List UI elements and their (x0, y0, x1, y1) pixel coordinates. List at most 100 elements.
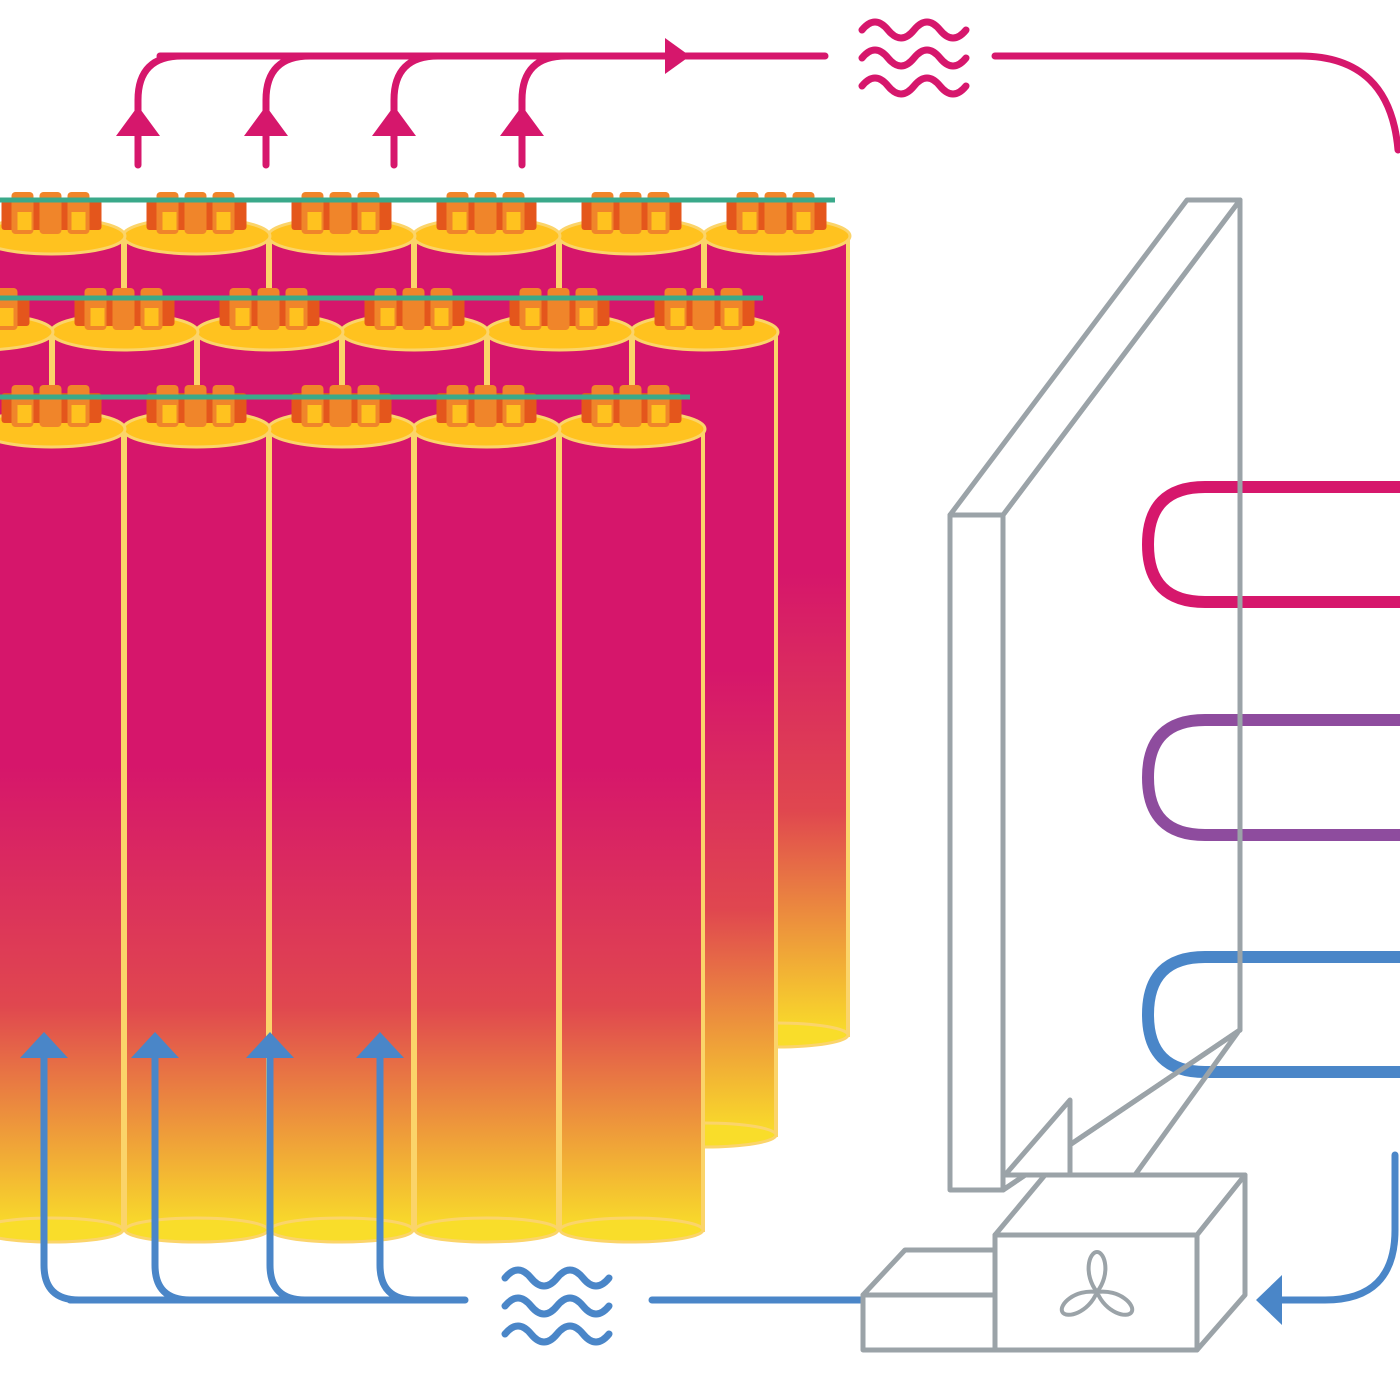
flow-arrow (1256, 1275, 1282, 1325)
terminal-post (506, 405, 521, 423)
hot-outlet-manifold (116, 38, 1400, 169)
terminal-post (742, 212, 757, 230)
cell-terminals (219, 288, 320, 330)
cell-base (268, 1216, 415, 1244)
flow-arrow (356, 1032, 404, 1058)
terminal-post (307, 212, 322, 230)
terminal-post (651, 212, 666, 230)
cell-terminals (436, 385, 537, 427)
cell-terminals (146, 385, 247, 427)
cell-terminals (581, 385, 682, 427)
cool-riser-2 (151, 1046, 194, 1304)
terminal-post (0, 308, 14, 326)
terminal-post (796, 212, 811, 230)
terminal-post (90, 308, 105, 326)
terminal-post (434, 308, 449, 326)
terminal-post (380, 308, 395, 326)
battery-pack (0, 192, 852, 1244)
terminal-post (17, 405, 32, 423)
terminal-post (257, 288, 280, 330)
terminal-post (579, 308, 594, 326)
terminal-post (162, 405, 177, 423)
terminal-post (39, 385, 62, 427)
cell-terminals (1, 385, 102, 427)
fan-blade (1086, 1250, 1108, 1294)
hot-riser-1 (134, 52, 186, 169)
flow-arrow (246, 1032, 294, 1058)
fan-blade (1095, 1289, 1135, 1317)
coil-hot (1141, 481, 1400, 608)
flow-arrow (131, 1032, 179, 1058)
cell-terminals (581, 192, 682, 234)
heat-exchanger-plate (947, 197, 1243, 1193)
cool-inlet-manifold (20, 1032, 1399, 1325)
terminal-post (402, 288, 425, 330)
battery-cell (556, 385, 707, 1244)
cell-terminals (509, 288, 610, 330)
terminal-post (162, 212, 177, 230)
terminal-post (361, 212, 376, 230)
flow-arrow (244, 106, 288, 136)
fan-unit (860, 1030, 1248, 1353)
battery-cell (266, 385, 417, 1244)
terminal-post (235, 308, 250, 326)
cell-base (413, 1216, 560, 1244)
hot-riser-4 (518, 52, 570, 169)
terminal-post (361, 405, 376, 423)
terminal-post (17, 212, 32, 230)
fan-blade (1059, 1289, 1099, 1317)
wave-line (501, 1294, 613, 1318)
terminal-post (216, 405, 231, 423)
cell-terminals (74, 288, 175, 330)
fan-icon (1059, 1250, 1135, 1317)
terminal-post (216, 212, 231, 230)
terminal-post (474, 385, 497, 427)
terminal-post (452, 212, 467, 230)
wave-line (501, 1322, 613, 1346)
terminal-post (619, 385, 642, 427)
terminal-post (525, 308, 540, 326)
cell-base (0, 1216, 125, 1244)
cell-body (268, 427, 415, 1232)
cool-riser-4 (376, 1046, 419, 1304)
wave-line (858, 18, 970, 42)
cell-terminals (291, 385, 392, 427)
terminal-post (547, 288, 570, 330)
terminal-post (112, 288, 135, 330)
terminal-post (184, 385, 207, 427)
battery-cell (121, 385, 272, 1244)
wave-line (501, 1266, 613, 1290)
heat-waves-icon (858, 18, 970, 98)
battery-cell (0, 385, 127, 1244)
terminal-post (724, 308, 739, 326)
cell-body (413, 427, 560, 1232)
terminal-post (651, 405, 666, 423)
terminal-post (692, 288, 715, 330)
terminal-post (329, 385, 352, 427)
hot-return-pipe (991, 52, 1400, 154)
cell-body (123, 427, 270, 1232)
terminal-post (307, 405, 322, 423)
cool-riser-3 (266, 1046, 309, 1304)
flow-arrow (372, 106, 416, 136)
terminal-post (144, 308, 159, 326)
terminal-post (289, 308, 304, 326)
hot-riser-2 (262, 52, 314, 169)
cell-terminals (654, 288, 755, 330)
flow-arrow (20, 1032, 68, 1058)
flow-arrow (665, 38, 690, 74)
cell-base (123, 1216, 270, 1244)
flow-arrow (500, 106, 544, 136)
heat-exchanger-coils (1000, 197, 1400, 1193)
terminal-post (71, 212, 86, 230)
flow-arrow (116, 106, 160, 136)
cell-body (0, 427, 125, 1232)
wave-line (858, 74, 970, 98)
cell-base (558, 1216, 705, 1244)
cool-return-pipe (1276, 1151, 1399, 1304)
battery-cell (411, 385, 562, 1244)
wave-line (858, 46, 970, 70)
terminal-post (506, 212, 521, 230)
